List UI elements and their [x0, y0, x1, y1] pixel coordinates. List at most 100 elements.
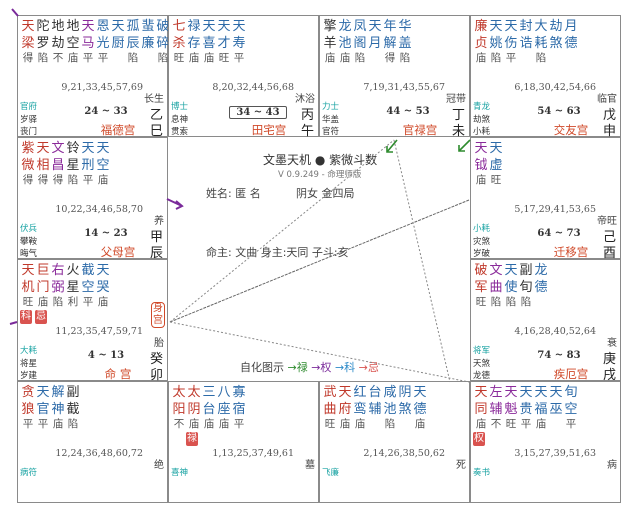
star-char: 天 — [413, 385, 427, 400]
star-char: 存 — [187, 36, 201, 51]
suijian-star: 华盖 — [322, 115, 340, 125]
star-brightness: 庙 — [203, 52, 215, 64]
star: 天福庙 — [533, 384, 549, 431]
jiangqian-star: 贯索 — [171, 127, 189, 137]
star-char: 同 — [474, 402, 488, 417]
age-list: 12,24,36,48,60,72 — [55, 448, 143, 459]
star-brightness: 庙 — [97, 296, 109, 308]
star-char: 破 — [156, 19, 170, 34]
legend: 自化图示 →禄 →权 →科 →忌 — [240, 359, 379, 375]
daxian-range: 24 ~ 33 — [84, 106, 128, 117]
star: 破军旺 — [473, 262, 489, 309]
star-char: 曲 — [323, 402, 337, 417]
star: 天虚旺 — [488, 140, 504, 187]
star: 天厨 — [110, 18, 126, 52]
star-char: 星 — [66, 158, 80, 173]
star-brightness: 平 — [82, 52, 94, 64]
star-brightness: 陷 — [490, 52, 502, 64]
star-char: 辅 — [489, 402, 503, 417]
star: 解神庙 — [50, 384, 66, 431]
star: 巨门庙 — [35, 262, 51, 309]
star-brightness: 庙 — [324, 52, 336, 64]
star-char: 大 — [534, 19, 548, 34]
star-char: 曲 — [489, 280, 503, 295]
jiangqian-star: 龙德 — [473, 371, 491, 381]
star-brightness: 陷 — [157, 52, 169, 64]
star-char: 旬 — [564, 385, 578, 400]
earthly-branch: 未 — [451, 124, 465, 139]
star-char: 军 — [474, 280, 488, 295]
star-brightness: 庙 — [218, 418, 230, 430]
line-ming-guanlu — [169, 139, 395, 323]
star-char: 年 — [383, 19, 397, 34]
sihua-badge: 禄 — [186, 432, 198, 446]
star-brightness: 庙 — [67, 52, 79, 64]
star-char: 紫 — [21, 141, 35, 156]
star-char: 才 — [217, 36, 231, 51]
star-brightness: 旺 — [173, 52, 185, 64]
chart-title: 文墨天机 ● 紫微斗数 — [263, 153, 378, 167]
changsheng-stage: 长生 — [144, 94, 164, 105]
sanfang-lines — [9, 8, 471, 383]
star-char: 羊 — [323, 36, 337, 51]
line-ming-jie — [169, 321, 470, 383]
star-char: 寿 — [232, 36, 246, 51]
star-char: 三 — [202, 385, 216, 400]
star-char: 宿 — [232, 402, 246, 417]
star: 火星利 — [65, 262, 81, 309]
star-brightness: 得 — [22, 174, 34, 186]
star-brightness: 庙 — [188, 418, 200, 430]
changsheng-stage: 养 — [154, 216, 164, 227]
star-char: 巨 — [36, 263, 50, 278]
star-char: 煞 — [549, 36, 563, 51]
star-char: 阁 — [353, 36, 367, 51]
star-brightness: 陷 — [384, 418, 396, 430]
star-brightness: 平 — [233, 418, 245, 430]
star-char: 诰 — [519, 36, 533, 51]
star-char: 座 — [217, 402, 231, 417]
legend-lu: →禄 — [287, 361, 308, 374]
star: 禄存庙 — [186, 18, 202, 65]
star-char: 门 — [36, 280, 50, 295]
star-char: 八 — [217, 385, 231, 400]
star-char: 副 — [66, 385, 80, 400]
earthly-branch: 辰 — [149, 246, 163, 261]
boshi-star: 伏兵 — [20, 224, 38, 234]
star-char: 文 — [489, 263, 503, 278]
boshi-star: 飞廉 — [322, 468, 340, 478]
star: 左辅不 — [488, 384, 504, 431]
star-char: 天 — [489, 19, 503, 34]
star: 天月 — [367, 18, 383, 52]
star-char: 天 — [504, 19, 518, 34]
gender-ju-label: 阴女 金四局 — [296, 187, 355, 200]
star-char: 阳 — [172, 402, 186, 417]
star: 红鸾庙 — [352, 384, 368, 431]
star-brightness: 平 — [97, 52, 109, 64]
star-char: 文 — [51, 141, 65, 156]
boshi-star: 喜神 — [171, 468, 189, 478]
star-brightness: 陷 — [399, 52, 411, 64]
star: 副截陷 — [65, 384, 81, 431]
daxian-range: 34 ~ 43 — [229, 106, 287, 119]
star: 天机旺 — [20, 262, 36, 309]
boshi-star: 病符 — [20, 468, 38, 478]
jiangqian-star: 岁破 — [473, 249, 491, 259]
star-brightness: 利 — [67, 296, 79, 308]
star-char: 地 — [66, 19, 80, 34]
star: 文曲陷 — [488, 262, 504, 309]
star: 三台庙 — [201, 384, 217, 431]
star-brightness: 旺 — [505, 418, 517, 430]
